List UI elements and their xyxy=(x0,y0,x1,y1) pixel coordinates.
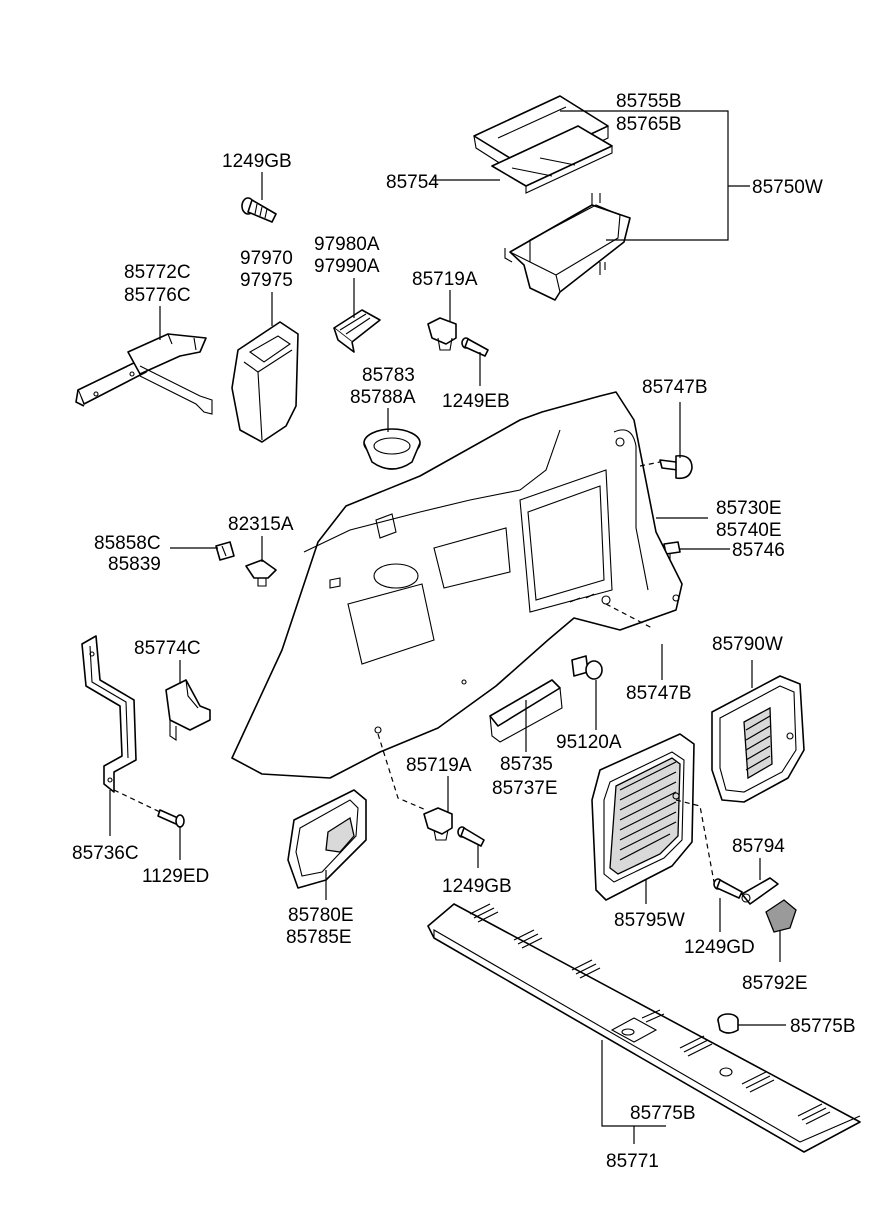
label-85754: 85754 xyxy=(386,172,439,193)
label-85776c: 85776C xyxy=(124,285,191,306)
screw-1249gb-bottom xyxy=(457,826,485,847)
label-85839: 85839 xyxy=(108,554,161,575)
label-85719a-top: 85719A xyxy=(412,269,478,290)
label-82315a: 82315A xyxy=(228,514,294,535)
bolt-1249gb-top xyxy=(241,197,277,223)
tray-insert-part xyxy=(491,125,613,194)
label-1129ed: 1129ED xyxy=(142,866,209,887)
label-85794: 85794 xyxy=(732,836,785,857)
switch-95120a-part xyxy=(571,655,603,680)
clip-85719a-top xyxy=(427,317,457,351)
screw-1249gd xyxy=(713,878,743,899)
leader-lines xyxy=(109,110,786,1144)
strip-85735-part xyxy=(489,679,563,743)
label-1249eb: 1249EB xyxy=(442,391,510,412)
label-85772c: 85772C xyxy=(124,262,191,283)
label-85746: 85746 xyxy=(732,540,785,561)
label-85795w: 85795W xyxy=(614,910,685,931)
bracket-85772c-part xyxy=(75,333,213,415)
label-85730e: 85730E xyxy=(716,498,782,519)
speaker-cover-85795w xyxy=(591,733,695,901)
part-labels: 85755B 85765B 85754 85750W 1249GB 97980A… xyxy=(72,91,856,1172)
label-97990a: 97990A xyxy=(314,256,380,277)
label-85771: 85771 xyxy=(606,1151,659,1172)
pad-97980a-part xyxy=(333,309,381,353)
label-85740e: 85740E xyxy=(716,520,782,541)
label-85790w: 85790W xyxy=(712,634,783,655)
label-85775b-right: 85775B xyxy=(790,1016,856,1037)
label-85737e: 85737E xyxy=(492,778,558,799)
label-85736c: 85736C xyxy=(72,843,139,864)
label-85774c: 85774C xyxy=(134,638,201,659)
label-85792e: 85792E xyxy=(742,973,808,994)
label-85775b-bottom: 85775B xyxy=(630,1103,696,1124)
label-85755b: 85755B xyxy=(616,91,682,112)
label-85788a: 85788A xyxy=(350,387,416,408)
screw-1129ed xyxy=(157,809,185,828)
knob-85792e-part xyxy=(765,899,797,933)
label-85783: 85783 xyxy=(362,365,415,386)
clip-82315a xyxy=(245,559,277,587)
label-85780e: 85780E xyxy=(288,905,354,926)
label-85747b-top: 85747B xyxy=(642,377,708,398)
grommet-85775b-part xyxy=(717,1013,739,1034)
clip-85747b-top xyxy=(659,454,693,480)
cup-holder-part xyxy=(363,428,421,470)
label-1249gd: 1249GD xyxy=(684,937,755,958)
label-85858c: 85858C xyxy=(94,533,161,554)
label-85735: 85735 xyxy=(500,754,553,775)
label-97970: 97970 xyxy=(240,248,293,269)
label-1249gb-bottom: 1249GB xyxy=(442,876,512,897)
storage-box-part xyxy=(504,193,631,301)
clip-85719a-bottom xyxy=(423,807,453,841)
bracket-85774c-part xyxy=(165,679,211,742)
label-97980a: 97980A xyxy=(314,234,380,255)
label-85747b-bottom: 85747B xyxy=(626,683,692,704)
latch-85794-part xyxy=(741,877,779,905)
quarter-trim-panel xyxy=(231,391,683,779)
label-1249gb-top: 1249GB xyxy=(222,151,292,172)
housing-97970-part xyxy=(231,321,299,443)
label-85785e: 85785E xyxy=(286,927,352,948)
screw-1249eb xyxy=(461,337,489,357)
speaker-cover-85790w xyxy=(711,675,805,803)
label-85719a-bottom: 85719A xyxy=(406,755,472,776)
sill-plate-85771 xyxy=(427,903,861,1153)
label-85750w: 85750W xyxy=(752,177,823,198)
speaker-grille-85780e xyxy=(287,789,367,889)
bracket-85736c-part xyxy=(81,635,137,793)
label-97975: 97975 xyxy=(240,270,293,291)
label-95120a: 95120A xyxy=(556,732,622,753)
label-85765b: 85765B xyxy=(616,114,682,135)
clip-85858c xyxy=(215,541,235,561)
